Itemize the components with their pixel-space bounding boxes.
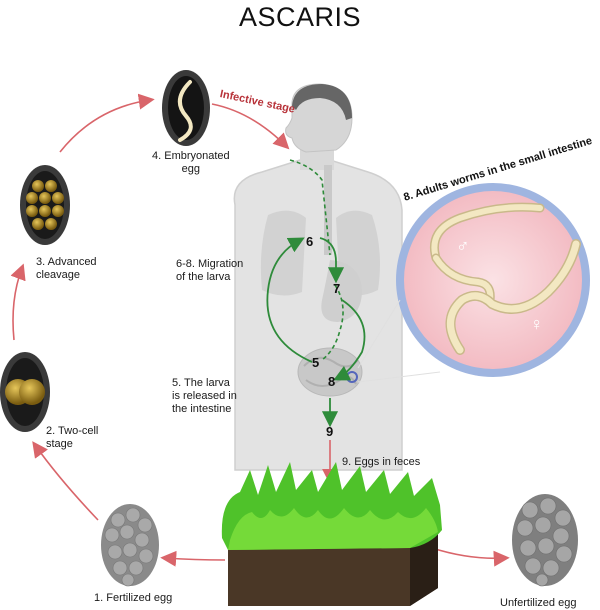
- soil-block: [221, 462, 442, 606]
- label-two-cell-stage: 2. Two-cell stage: [46, 425, 99, 450]
- two-cell-egg: [0, 352, 50, 432]
- label-advanced-cleavage: 3. Advanced cleavage: [36, 256, 97, 281]
- label-migration: 6-8. Migration of the larva: [176, 258, 244, 283]
- human-figure: [233, 83, 403, 471]
- label-fertilized-egg: 1. Fertilized egg: [94, 592, 173, 604]
- label-unfertilized-egg: Unfertilized egg: [500, 597, 577, 609]
- male-symbol-icon: ♂: [456, 236, 470, 256]
- adult-worms-inset: [357, 183, 590, 383]
- unfertilized-egg: [512, 494, 578, 587]
- stage-number-7: 7: [333, 281, 341, 296]
- female-symbol-icon: ♀: [530, 314, 544, 334]
- label-larva-released: 5. The larva is released in the intestin…: [172, 377, 237, 415]
- embryonated-egg: [162, 70, 210, 146]
- advanced-cleavage-egg: [20, 165, 70, 245]
- fertilized-egg: [101, 504, 159, 587]
- migration-path: [266, 159, 366, 428]
- stage-number-5: 5: [312, 355, 320, 370]
- stage-number-6: 6: [306, 234, 314, 249]
- label-embryonated-egg: 4. Embryonated egg: [152, 150, 230, 175]
- stage-number-9: 9: [326, 424, 334, 439]
- label-eggs-in-feces: 9. Eggs in feces: [342, 456, 421, 468]
- diagram-title: ASCARIS: [238, 2, 362, 32]
- stage-number-8: 8: [328, 374, 336, 389]
